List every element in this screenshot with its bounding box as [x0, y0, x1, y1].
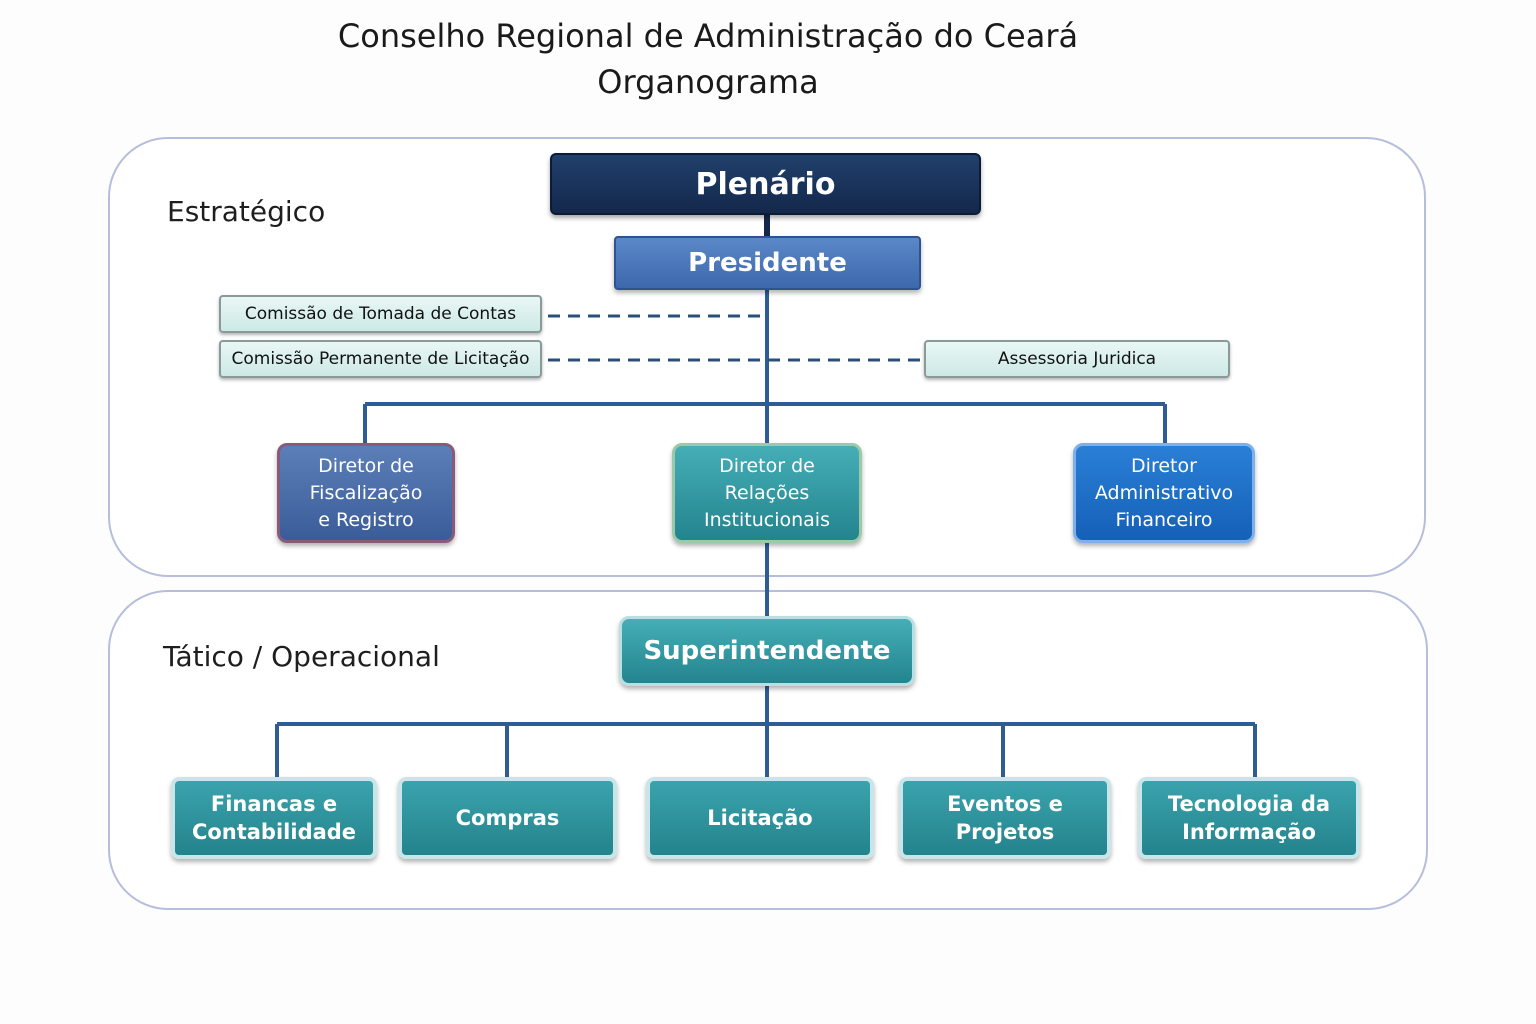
- node-diretor-relacoes: Diretor de Relações Institucionais: [672, 443, 862, 543]
- node-comissao-tomada-contas: Comissão de Tomada de Contas: [219, 295, 542, 333]
- node-superintendente: Superintendente: [619, 616, 915, 686]
- node-compras: Compras: [398, 777, 617, 859]
- node-presidente: Presidente: [614, 236, 921, 290]
- strategic-level-label: Estratégico: [167, 195, 326, 228]
- node-diretor-fiscalizacao: Diretor de Fiscalização e Registro: [277, 443, 455, 543]
- node-assessoria-juridica: Assessoria Juridica: [924, 340, 1230, 378]
- node-financas: Financas e Contabilidade: [171, 777, 377, 859]
- node-diretor-administrativo: Diretor Administrativo Financeiro: [1073, 443, 1255, 543]
- node-comissao-permanente-licitacao: Comissão Permanente de Licitação: [219, 340, 542, 378]
- chart-subtitle: Organograma: [597, 63, 819, 101]
- node-plenario: Plenário: [550, 153, 981, 215]
- node-eventos: Eventos e Projetos: [899, 777, 1111, 859]
- tactical-level-label: Tático / Operacional: [163, 640, 440, 673]
- node-licitacao: Licitação: [646, 777, 874, 859]
- chart-title: Conselho Regional de Administração do Ce…: [337, 17, 1079, 55]
- node-tecnologia: Tecnologia da Informação: [1138, 777, 1360, 859]
